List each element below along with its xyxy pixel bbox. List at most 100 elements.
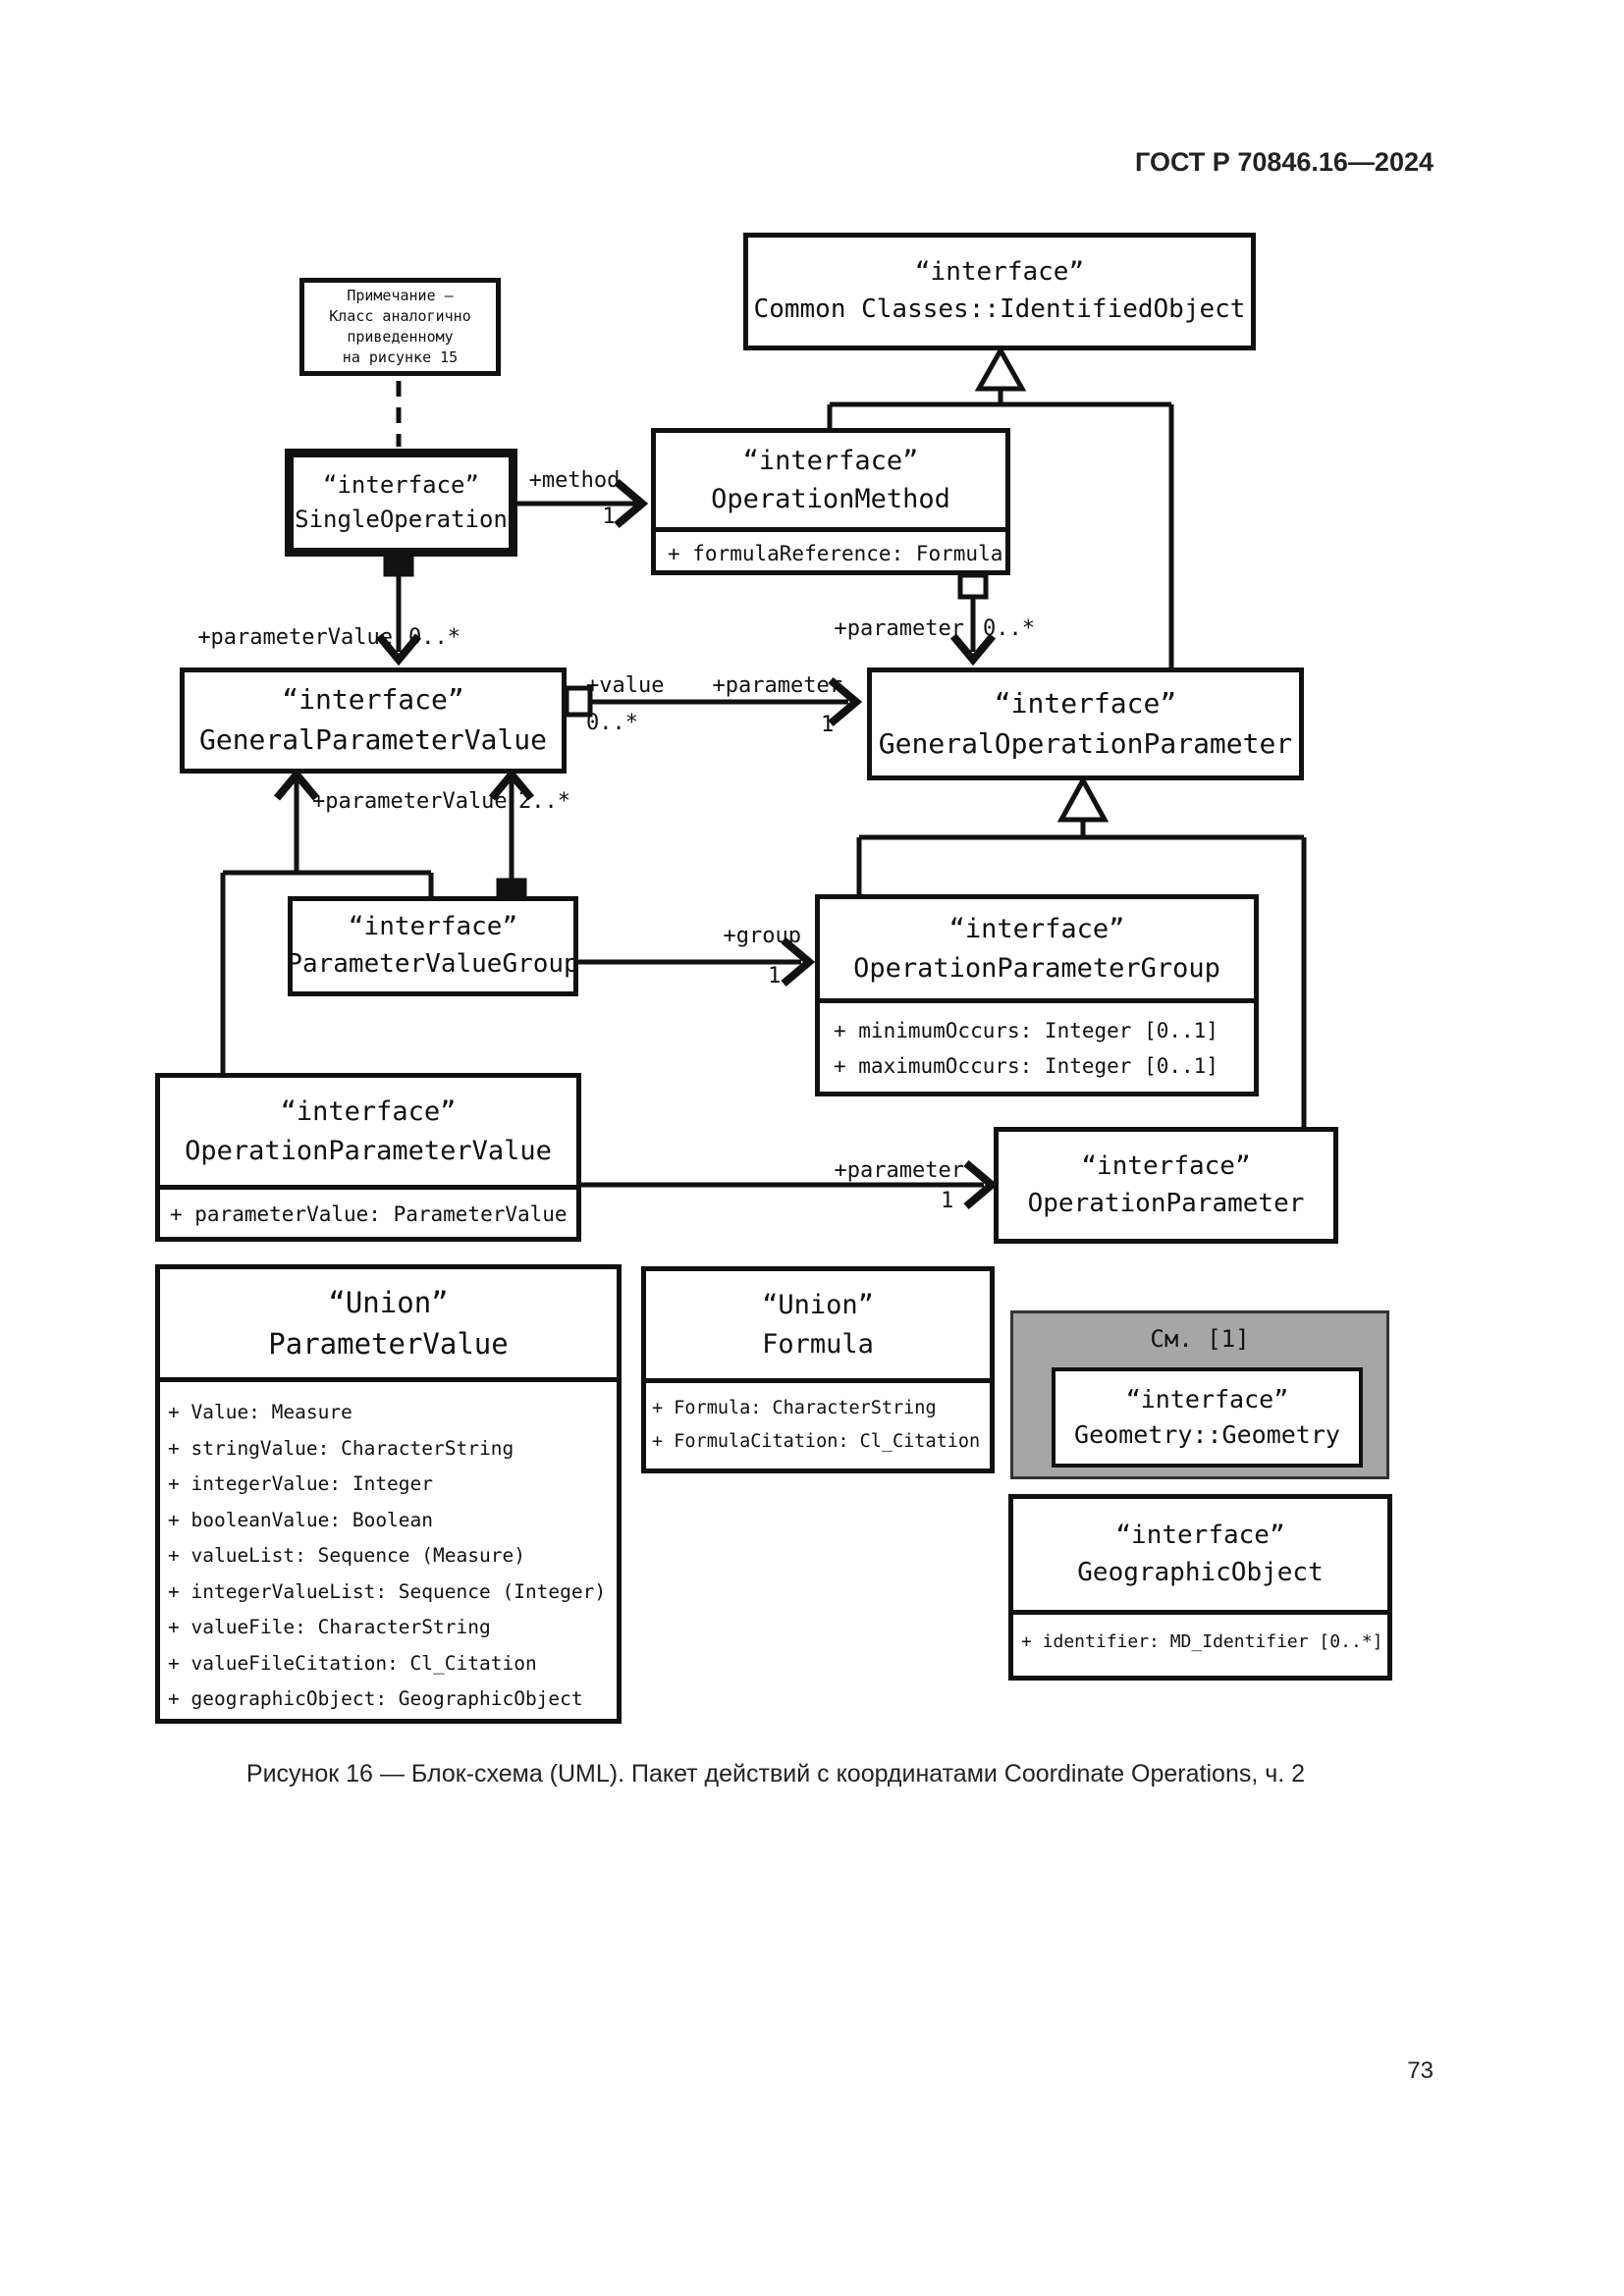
attribute-line: + geographicObject: GeographicObject	[168, 1687, 583, 1710]
label-method-role: +method	[528, 468, 621, 493]
stereotype: “interface”	[280, 1096, 457, 1128]
class-name: Common Classes::IdentifiedObject	[753, 294, 1246, 324]
label-parametervalue-role: +parameterValue	[197, 625, 393, 650]
attribute-line: + maximumOccurs: Integer [0..1]	[834, 1054, 1218, 1078]
stereotype: “interface”	[994, 686, 1177, 720]
document-header: ГОСТ Р 70846.16—2024	[1135, 147, 1434, 177]
parametervalue2-arrowhead-up	[488, 768, 535, 801]
label-group-role: +group	[723, 924, 801, 948]
label-opparameter-multiplicity: 1	[941, 1189, 954, 1213]
class-title: “Union” ParameterValue	[160, 1269, 617, 1377]
parametervalue-arrowhead-down	[375, 633, 422, 667]
generalization-lines-identifiedobject	[827, 389, 1174, 667]
class-name: OperationMethod	[711, 484, 950, 514]
class-box-operation-parameter-group: “interface” OperationParameterGroup + mi…	[815, 894, 1259, 1096]
class-name: OperationParameterGroup	[853, 952, 1220, 984]
class-box-operation-method: “interface” OperationMethod + formulaRef…	[651, 428, 1010, 575]
label-parameter1-multiplicity: 1	[821, 713, 835, 737]
label-group-multiplicity: 1	[768, 964, 782, 988]
label-parameter-multiplicity: 0..*	[983, 616, 1035, 641]
class-name: ParameterValueGroup	[287, 949, 579, 979]
class-title: “interface” SingleOperation	[294, 457, 509, 548]
stereotype: “interface”	[742, 445, 919, 476]
aggregation-square-operationmethod	[957, 572, 989, 600]
label-parametervalue2-multiplicity: 2..*	[518, 789, 570, 814]
class-name: GeneralOperationParameter	[878, 726, 1293, 760]
label-parametervalue-multiplicity: 0..*	[408, 625, 460, 650]
reference-box-geometry: См. [1] “interface” Geometry::Geometry	[1010, 1310, 1389, 1479]
attribute-compartment: + identifier: MD_Identifier [0..*]	[1013, 1610, 1387, 1656]
attribute-line: + parameterValue: ParameterValue	[170, 1202, 568, 1226]
label-opparameter-role: +parameter	[834, 1158, 964, 1183]
class-title: “interface” GeneralParameterValue	[185, 672, 562, 769]
stereotype: “interface”	[323, 471, 479, 500]
stereotype: “interface”	[914, 257, 1085, 288]
label-method-multiplicity: 1	[602, 505, 616, 529]
label-parametervalue2-role: +parameterValue	[312, 789, 508, 814]
class-title: “interface” OperationParameter	[999, 1132, 1333, 1239]
class-name: GeneralParameterValue	[198, 723, 547, 756]
class-title: “interface” OperationMethod	[656, 433, 1005, 527]
value-arrowhead-right	[828, 676, 863, 727]
parameter-arrowhead-down	[949, 633, 997, 667]
class-title: “Union” Formula	[646, 1271, 990, 1378]
attribute-line: на рисунке 15	[342, 348, 459, 366]
attribute-compartment: + parameterValue: ParameterValue	[160, 1185, 576, 1229]
class-title: “interface” ParameterValueGroup	[287, 901, 578, 991]
reference-label: См. [1]	[1150, 1325, 1250, 1353]
stereotype: “interface”	[948, 914, 1125, 945]
attribute-compartment: + Value: Measure+ stringValue: Character…	[160, 1377, 617, 1718]
attribute-line: + identifier: MD_Identifier [0..*]	[1021, 1631, 1383, 1652]
class-title: “interface” Geometry::Geometry	[1056, 1371, 1359, 1464]
attribute-line: Примечание —	[347, 287, 454, 304]
label-value-multiplicity: 0..*	[586, 711, 638, 735]
attribute-line: + integerValue: Integer	[168, 1472, 434, 1495]
class-box-parameter-value-group: “interface” ParameterValueGroup	[287, 896, 579, 996]
class-title: “interface” OperationParameterGroup	[820, 899, 1254, 998]
class-box-general-parameter-value: “interface” GeneralParameterValue	[180, 667, 567, 774]
attribute-line: + FormulaCitation: Cl_Citation	[652, 1431, 981, 1452]
class-title: “interface” Common Classes::IdentifiedOb…	[748, 238, 1251, 346]
opparameter-arrowhead-right	[963, 1159, 999, 1210]
note-box: Примечание — Класс аналогично приведенному…	[299, 278, 501, 376]
label-parameter1-role: +parameter	[712, 673, 842, 698]
class-box-formula-union: “Union” Formula + Formula: CharacterStri…	[641, 1266, 995, 1473]
class-name: OperationParameterValue	[185, 1135, 552, 1166]
generalization-lines-generaloperationparameter	[856, 820, 1307, 1127]
class-name: GeographicObject	[1077, 1557, 1324, 1587]
attribute-line: + booleanValue: Boolean	[168, 1508, 434, 1531]
attribute-line: + integerValueList: Sequence (Integer)	[168, 1579, 607, 1603]
stereotype: “interface”	[348, 912, 518, 942]
attribute-compartment: + formulaReference: Formula	[656, 527, 1005, 568]
attribute-line: + minimumOccurs: Integer [0..1]	[834, 1019, 1218, 1042]
attribute-line: + formulaReference: Formula	[668, 542, 1003, 565]
class-box-identified-object: “interface” Common Classes::IdentifiedOb…	[743, 233, 1256, 350]
class-name: Formula	[762, 1328, 874, 1360]
class-title: “interface” GeographicObject	[1013, 1499, 1387, 1610]
stereotype: “interface”	[1081, 1150, 1251, 1181]
generalization-lines-generalparametervalue	[220, 776, 434, 1073]
class-box-general-operation-parameter: “interface” GeneralOperationParameter	[867, 667, 1304, 780]
class-box-operation-parameter: “interface” OperationParameter	[994, 1127, 1338, 1244]
class-box-single-operation: “interface” SingleOperation	[285, 449, 517, 557]
class-name: OperationParameter	[1027, 1188, 1305, 1218]
label-parameter-role: +parameter	[834, 616, 964, 641]
generalization-arrowhead-up-left	[273, 768, 320, 801]
page-number: 73	[1407, 2057, 1434, 2084]
method-arrowhead	[614, 478, 649, 529]
class-name: SingleOperation	[295, 506, 508, 533]
stereotype: “interface”	[282, 683, 464, 717]
class-title: “interface” OperationParameterValue	[160, 1078, 576, 1185]
generalization-triangle-generaloperationparameter	[1056, 774, 1110, 823]
attribute-line: + Formula: CharacterString	[652, 1398, 937, 1418]
attribute-line: Класс аналогично	[329, 307, 471, 325]
attribute-line: приведенному	[347, 328, 454, 346]
stereotype: “Union”	[762, 1290, 874, 1321]
stereotype: “Union”	[328, 1285, 449, 1319]
attribute-compartment: + Formula: CharacterString + FormulaCitat…	[646, 1378, 990, 1459]
class-box-geometry: “interface” Geometry::Geometry	[1052, 1367, 1363, 1468]
class-title: “interface” GeneralOperationParameter	[872, 672, 1299, 775]
class-box-geographic-object: “interface” GeographicObject + identifie…	[1008, 1494, 1392, 1681]
